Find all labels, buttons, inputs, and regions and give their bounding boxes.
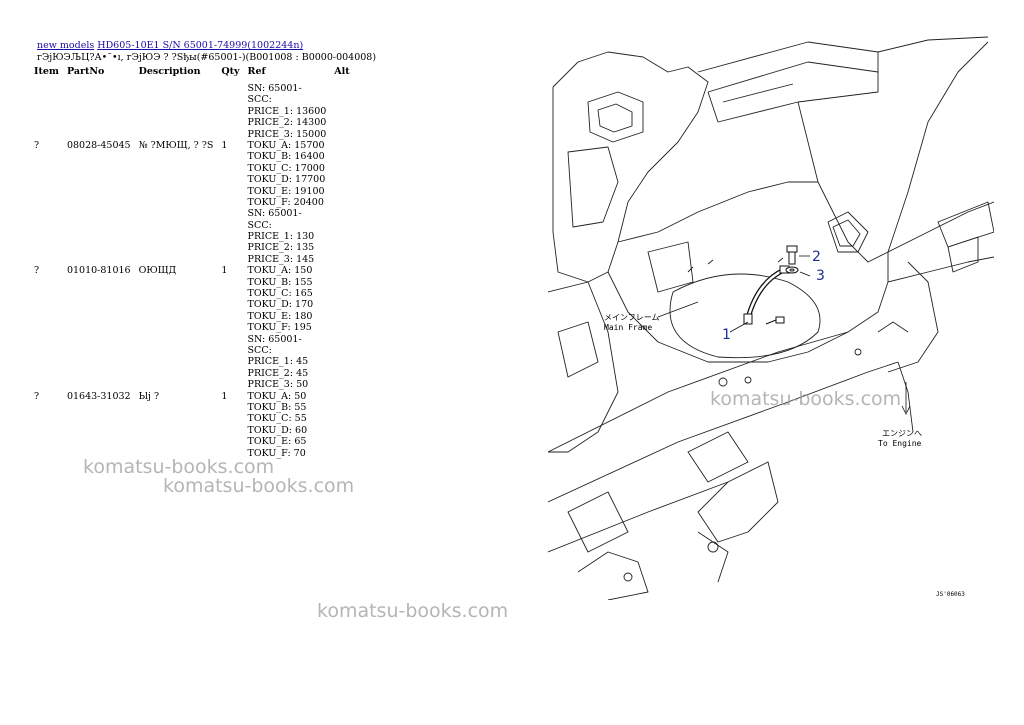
ref-line: PRICE_2: 45 [247,367,309,379]
diagram-code: JS'06063 [936,591,965,598]
page-subtitle: гЭјЮЭЉЦ?А•˜•ı, гЭјЮЭ ? ?Sђы(#65001-)(B00… [37,52,377,63]
ref-line: PRICE_1: 45 [247,356,309,368]
breadcrumb-link-model[interactable]: HD605-10E1 S/N 65001-74999(1002244n) [97,40,304,51]
cell-qty: 1 [221,390,228,402]
cell-partno: 08028-45045 [66,140,131,152]
watermark: komatsu-books.com [710,388,902,410]
bolt-part [786,245,798,265]
ref-line: TOKU_A: 50 [247,390,307,402]
breadcrumb-link-new-models[interactable]: new models [37,40,95,51]
header-item: Item [34,66,59,77]
ref-line: PRICE_2: 135 [247,242,315,254]
cell-description: ОЮЩД [138,265,177,277]
washer-part [785,266,799,274]
cell-alt [330,208,353,333]
hose-part [743,265,790,325]
parts-table: Item PartNo Description Qty Ref Alt ? 080… [30,64,354,459]
ref-line: SCC: [247,344,272,356]
cell-item: ? [34,390,40,402]
callout-2: 2 [812,249,821,265]
ref-line: TOKU_E: 19100 [247,185,325,197]
ref-line: TOKU_D: 60 [247,424,308,436]
cell-partno: 01010-81016 [66,265,131,277]
header-qty: Qty [221,66,240,77]
frame-linework [548,36,994,600]
ref-line: TOKU_B: 16400 [247,151,325,163]
watermark: komatsu-books.com [83,456,275,478]
header-partno: PartNo [66,66,105,77]
breadcrumb: new models HD605-10E1 S/N 65001-74999(10… [37,40,303,51]
ref-line: PRICE_1: 130 [247,231,315,243]
parts-diagram: 1 2 3 メインフレーム Main Frame エンジンへ To Engine… [548,36,994,600]
ref-line: TOKU_C: 55 [247,413,307,425]
table-header-row: Item PartNo Description Qty Ref Alt [30,64,354,83]
ref-line: TOKU_E: 180 [247,310,313,322]
ref-line: SN: 65001- [247,333,302,345]
watermark: komatsu-books.com [163,475,355,497]
table-row: ? 01010-81016 ОЮЩД 1 SN: 65001-SCC:PRICE_1: … [30,208,354,333]
ref-line: TOKU_F: 195 [247,322,312,334]
ref-line: PRICE_2: 14300 [247,117,327,129]
ref-line: TOKU_F: 20400 [247,196,324,208]
ref-line: TOKU_A: 15700 [247,139,325,151]
cell-description: № ?МЮЩ, ? ?S [138,140,214,152]
ref-line: TOKU_C: 165 [247,288,313,300]
label-main-frame-en: Main Frame [604,323,652,332]
ref-line: SN: 65001- [247,208,302,220]
header-ref: Ref [247,66,266,77]
label-engine-jp: エンジンへ [882,429,922,438]
table-row: ? 01643-31032 Ьlj ? 1 SN: 65001-SCC:PRICE_1:… [30,334,354,459]
cell-item: ? [34,265,40,277]
ref-line: SCC: [247,94,272,106]
callout-leaders [657,255,911,415]
ref-line: TOKU_D: 170 [247,299,314,311]
cell-description: Ьlj ? [138,390,160,402]
ref-line: TOKU_B: 155 [247,276,313,288]
callout-1: 1 [722,327,731,343]
ref-line: PRICE_1: 13600 [247,105,327,117]
ref-line: TOKU_C: 17000 [247,162,325,174]
label-engine-en: To Engine [878,439,922,448]
label-main-frame-jp: メインフレーム [604,313,660,322]
cell-alt [330,334,353,459]
ref-line: TOKU_E: 65 [247,436,307,448]
callout-3: 3 [816,268,825,284]
ref-line: TOKU_B: 55 [247,401,307,413]
cell-item: ? [34,140,40,152]
watermark: komatsu-books.com [317,600,509,622]
cell-qty: 1 [221,140,228,152]
cell-partno: 01643-31032 [66,390,131,402]
ref-line: SN: 65001- [247,83,302,94]
ref-line: TOKU_F: 70 [247,447,306,459]
header-description: Description [138,66,201,77]
ref-line: PRICE_3: 15000 [247,128,327,140]
ref-line: TOKU_A: 150 [247,265,313,277]
ref-line: PRICE_3: 50 [247,379,309,391]
ref-line: TOKU_D: 17700 [247,174,326,186]
ref-line: PRICE_3: 145 [247,253,315,265]
cell-alt [330,83,353,208]
ref-line: SCC: [247,219,272,231]
cell-qty: 1 [221,265,228,277]
header-alt: Alt [334,66,350,77]
